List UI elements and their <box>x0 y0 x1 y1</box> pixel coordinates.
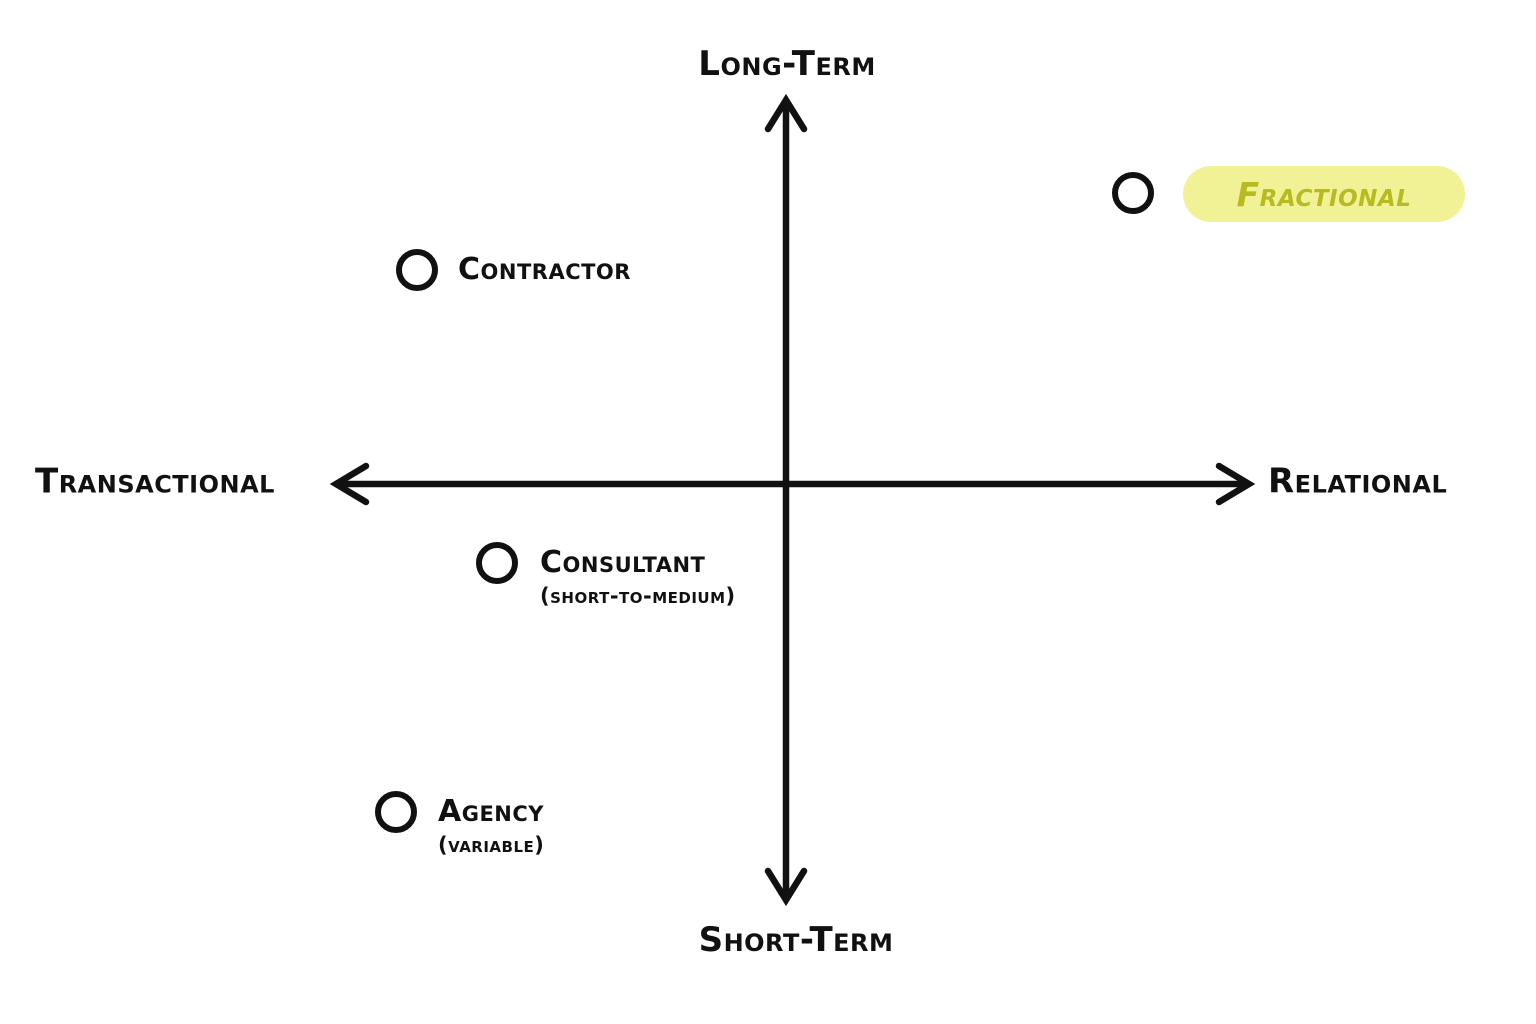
arrowhead-up <box>764 93 808 133</box>
axis-label-relational: Relational <box>1268 461 1448 502</box>
item-label-contractor: Contractor <box>458 252 631 287</box>
item-label-agency: Agency <box>438 794 544 829</box>
circle-marker-consultant <box>476 542 518 584</box>
item-label-fractional: Fractional <box>1236 174 1412 214</box>
arrowhead-left <box>329 462 370 506</box>
axis-label-long-term: Long-Term <box>698 44 876 84</box>
circle-marker-fractional <box>1112 172 1154 214</box>
item-label-consultant: Consultant <box>540 545 706 580</box>
circle-marker-contractor <box>396 249 438 291</box>
item-sublabel-consultant: (short-to-medium) <box>540 584 736 608</box>
item-sublabel-agency: (variable) <box>438 833 545 857</box>
arrowhead-right <box>1215 462 1256 506</box>
highlight-pill: Fractional <box>1183 166 1465 222</box>
axis-label-short-term: Short-Term <box>698 920 894 960</box>
circle-marker-agency <box>375 791 417 833</box>
arrowhead-down <box>764 867 808 907</box>
axis-label-transactional: Transactional <box>35 461 275 502</box>
